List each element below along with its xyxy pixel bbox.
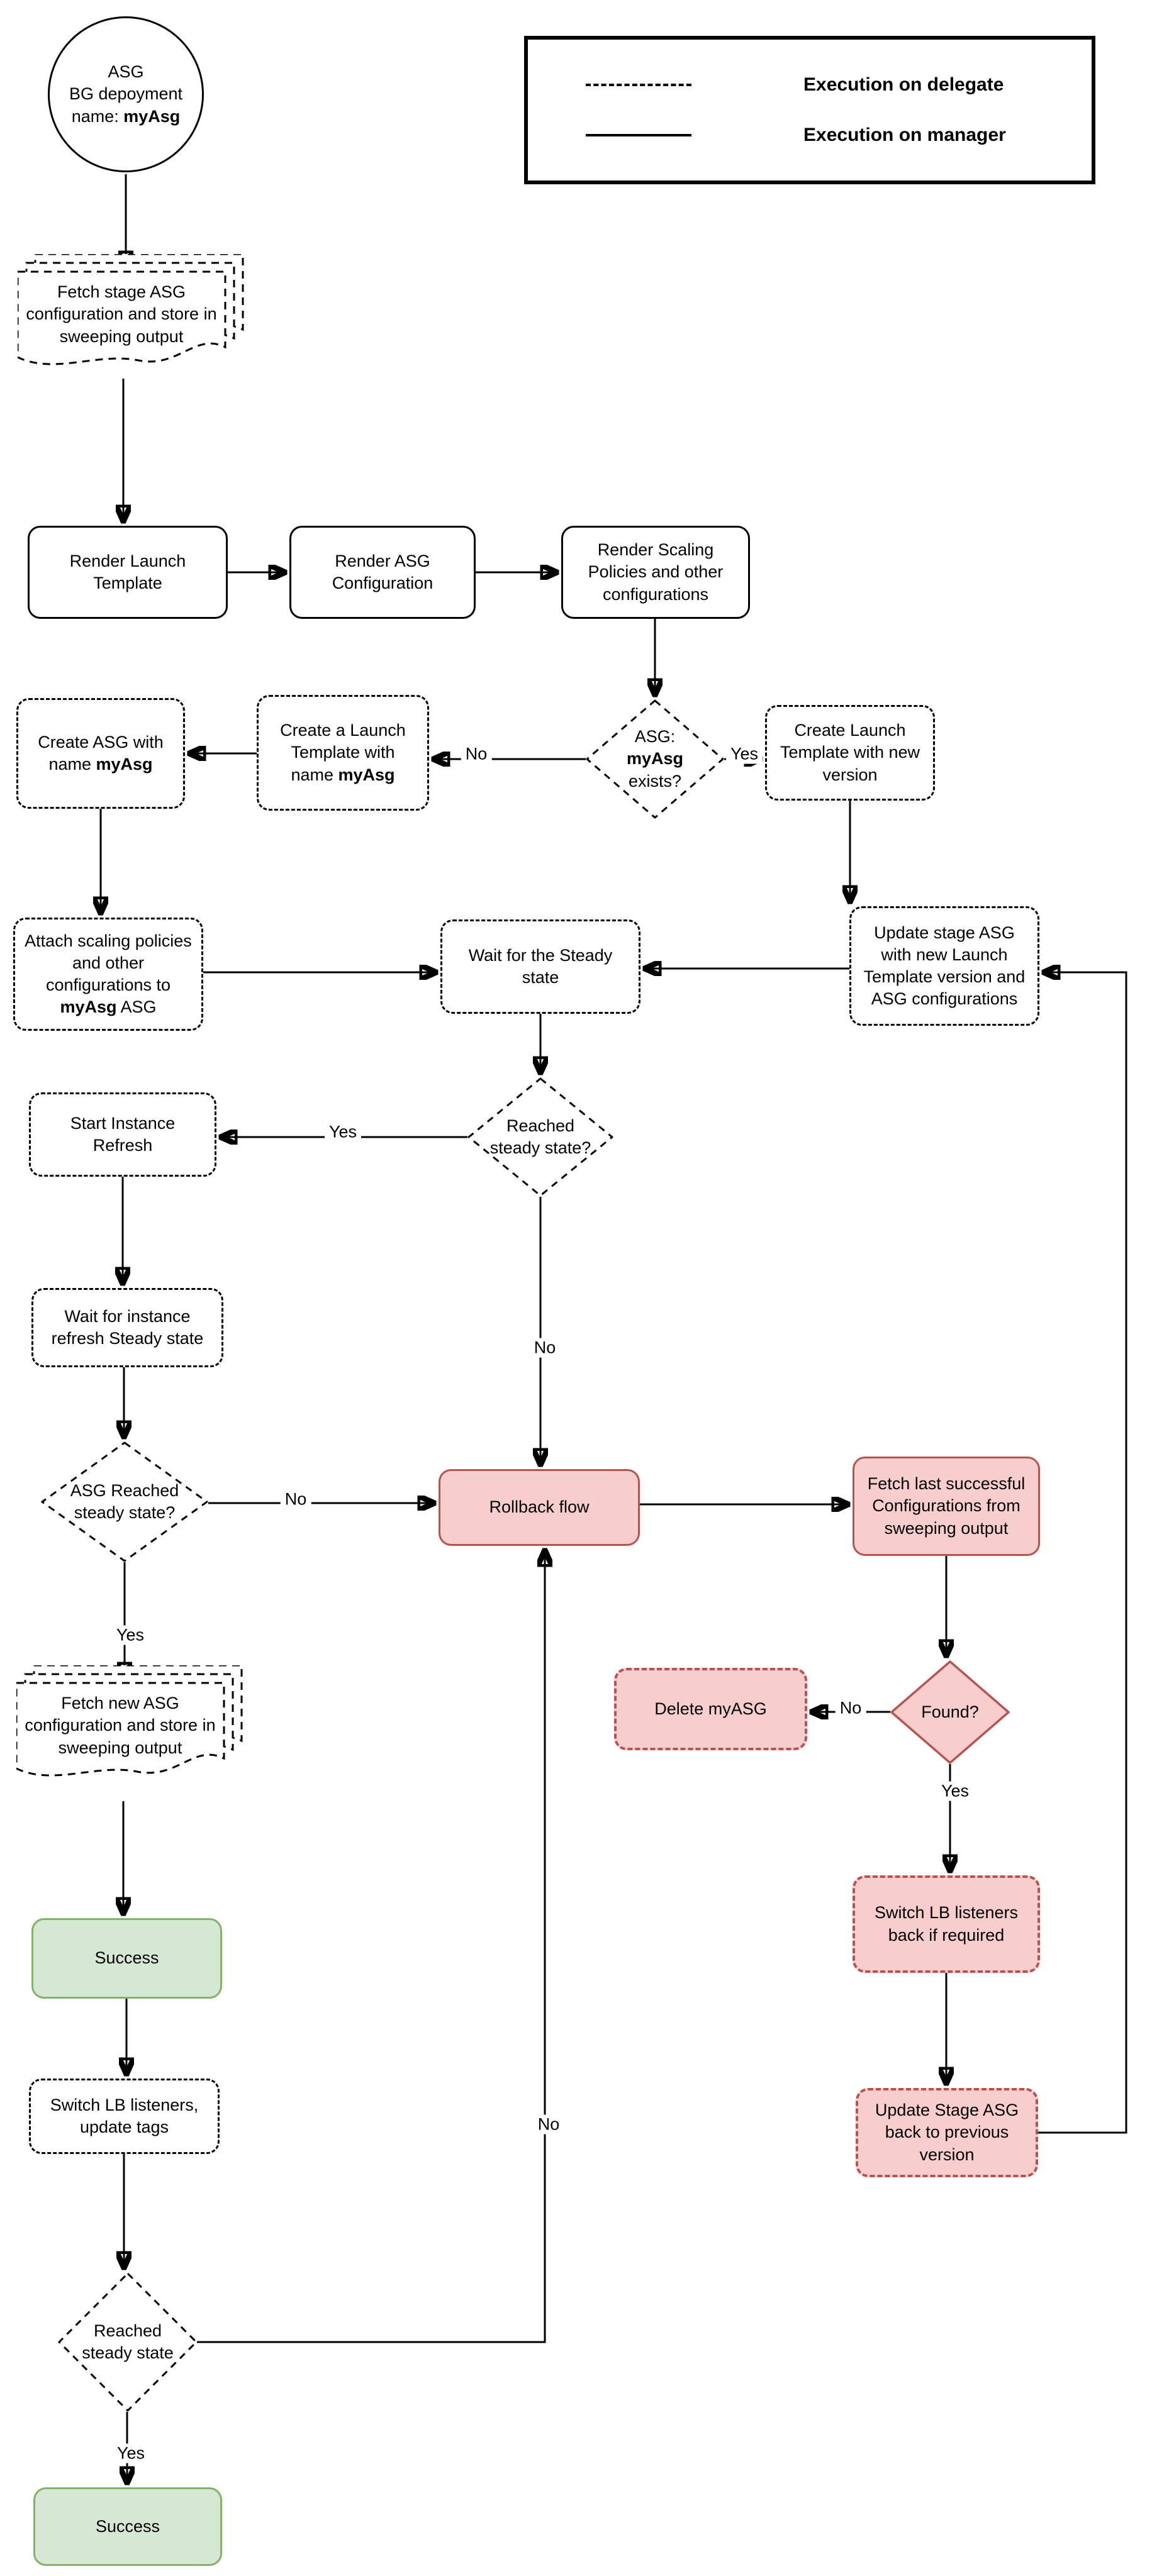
fetch-new-config-document: Fetch new ASG configuration and store in… bbox=[16, 1665, 257, 1801]
start-line2: BG depoyment bbox=[69, 84, 183, 104]
create-launch-template-step: Create a Launch Template with name myAsg bbox=[257, 695, 429, 811]
legend-manager-label: Execution on manager bbox=[803, 125, 1006, 145]
reached-steady-state2-label: Reached steady state bbox=[82, 2321, 174, 2362]
asg-reached-steady-state-decision: ASG Reached steady state? bbox=[41, 1441, 208, 1562]
edge-update-back-loop-to-update-stage bbox=[1038, 972, 1127, 2134]
start-line3: name: myAsg bbox=[71, 106, 181, 126]
update-stage-asg-step: Update stage ASG with new Launch Templat… bbox=[849, 906, 1039, 1026]
document-shape bbox=[18, 254, 244, 365]
edge-label-yes-reached: Yes bbox=[324, 1122, 362, 1142]
start-line1: ASG bbox=[108, 62, 144, 82]
attach-scaling-policies-step: Attach scaling policies and other config… bbox=[13, 918, 203, 1031]
render-launch-template-step: Render Launch Template bbox=[28, 526, 228, 619]
create-launch-template-new-version-step: Create Launch Template with new version bbox=[765, 705, 935, 801]
wait-instance-refresh-step: Wait for instance refresh Steady state bbox=[31, 1288, 223, 1367]
start-instance-refresh-step: Start Instance Refresh bbox=[29, 1092, 216, 1177]
start-node: ASG BG depoyment name: myAsg bbox=[48, 16, 204, 172]
wait-for-steady-state-step: Wait for the Steady state bbox=[440, 919, 640, 1014]
legend-row-manager: Execution on manager bbox=[586, 125, 1092, 146]
edge-label-yes-found: Yes bbox=[936, 1781, 974, 1801]
final-success-step: Success bbox=[33, 2487, 222, 2566]
edge-label-yes-asg-reached: Yes bbox=[111, 1625, 149, 1645]
reached-steady-state2-decision: Reached steady state bbox=[58, 2272, 198, 2412]
found-decision: Found? bbox=[890, 1660, 1010, 1764]
create-asg-step: Create ASG with name myAsg bbox=[16, 698, 185, 809]
edge-label-no-reached2: No bbox=[533, 2114, 564, 2135]
legend-row-delegate: Execution on delegate bbox=[586, 74, 1092, 96]
render-asg-configuration-step: Render ASG Configuration bbox=[289, 526, 476, 619]
switch-lb-listeners-step: Switch LB listeners, update tags bbox=[29, 2079, 220, 2154]
edge-label-no-asg-reached: No bbox=[280, 1489, 311, 1509]
asg-exists-label: ASG: myAsg exists? bbox=[626, 727, 684, 791]
switch-lb-listeners-back-step: Switch LB listeners back if required bbox=[853, 1875, 1040, 1973]
success-step: Success bbox=[31, 1918, 222, 1999]
edge-label-no-reached: No bbox=[529, 1338, 561, 1358]
fetch-stage-config-label: Fetch stage ASG configuration and store … bbox=[26, 282, 217, 346]
fetch-stage-config-document: Fetch stage ASG configuration and store … bbox=[18, 254, 258, 390]
dashed-line-sample bbox=[586, 84, 691, 86]
edge-label-no-asg-exists: No bbox=[461, 744, 492, 764]
solid-line-sample bbox=[586, 134, 691, 136]
asg-reached-steady-state-label: ASG Reached steady state? bbox=[70, 1480, 179, 1522]
reached-steady-state-label: Reached steady state? bbox=[489, 1116, 591, 1157]
found-label: Found? bbox=[921, 1702, 979, 1721]
edge-label-yes-reached2: Yes bbox=[112, 2443, 150, 2463]
update-stage-asg-back-step: Update Stage ASG back to previous versio… bbox=[856, 2088, 1038, 2177]
legend-delegate-label: Execution on delegate bbox=[803, 74, 1004, 95]
edge-reached2-no-to-rollback bbox=[197, 1551, 545, 2343]
asg-exists-decision: ASG: myAsg exists? bbox=[586, 699, 724, 819]
reached-steady-state-decision: Reached steady state? bbox=[467, 1077, 613, 1197]
fetch-new-config-label: Fetch new ASG configuration and store in… bbox=[25, 1694, 216, 1757]
document-shape bbox=[16, 1665, 243, 1777]
rollback-flow-step: Rollback flow bbox=[439, 1469, 640, 1546]
render-scaling-policies-step: Render Scaling Policies and other config… bbox=[561, 526, 750, 619]
edge-label-no-found: No bbox=[835, 1698, 866, 1718]
delete-myasg-step: Delete myASG bbox=[614, 1668, 807, 1750]
fetch-last-successful-config-step: Fetch last successful Configurations fro… bbox=[853, 1457, 1040, 1556]
edge-label-yes-asg-exists: Yes bbox=[725, 744, 763, 764]
legend: Execution on delegate Execution on manag… bbox=[524, 36, 1095, 184]
